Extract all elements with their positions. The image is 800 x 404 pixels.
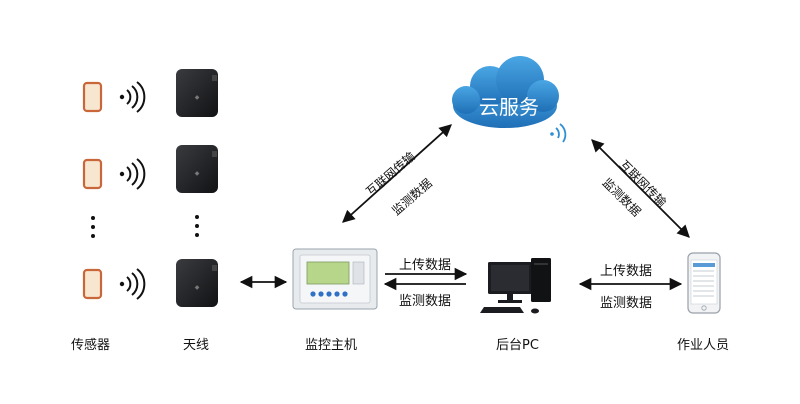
wireless-signal-icon xyxy=(119,158,146,190)
antenna-device-3: ◆ xyxy=(176,259,218,307)
host-pc-upload-label: 上传数据 xyxy=(399,258,452,273)
arrow-cloud-host xyxy=(342,124,452,223)
pc-staff-upload-label: 上传数据 xyxy=(600,264,653,279)
wireless-signal-icon xyxy=(119,268,146,300)
mobile-phone-icon xyxy=(687,252,721,314)
monitoring-host-device xyxy=(292,248,378,310)
host-pc-monitor-label: 监测数据 xyxy=(399,294,452,309)
wireless-signal-icon xyxy=(119,81,146,113)
host-label: 监控主机 xyxy=(305,338,358,353)
sensor-2 xyxy=(82,158,103,190)
sensor-3 xyxy=(82,268,103,300)
backend-pc-icon xyxy=(480,258,551,314)
svg-text:◆: ◆ xyxy=(195,94,200,101)
antenna-label: 天线 xyxy=(183,338,210,353)
sensor-ellipsis-dots xyxy=(91,216,95,238)
antenna-device-1: ◆ xyxy=(176,69,218,117)
cloud-wifi-signal-icon xyxy=(550,123,567,143)
arrow-cloud-staff xyxy=(591,139,690,238)
svg-text:◆: ◆ xyxy=(195,284,200,291)
svg-text:◆: ◆ xyxy=(195,170,200,177)
cloud-label: 云服务 xyxy=(479,95,539,119)
pc-staff-monitor-label: 监测数据 xyxy=(600,296,653,311)
antenna-device-2: ◆ xyxy=(176,145,218,193)
cloud-service-icon xyxy=(452,56,559,128)
sensor-label: 传感器 xyxy=(71,338,111,353)
pc-label: 后台PC xyxy=(496,338,539,353)
sensor-1 xyxy=(82,81,103,113)
antenna-ellipsis-dots xyxy=(195,215,199,237)
staff-label: 作业人员 xyxy=(677,338,730,353)
